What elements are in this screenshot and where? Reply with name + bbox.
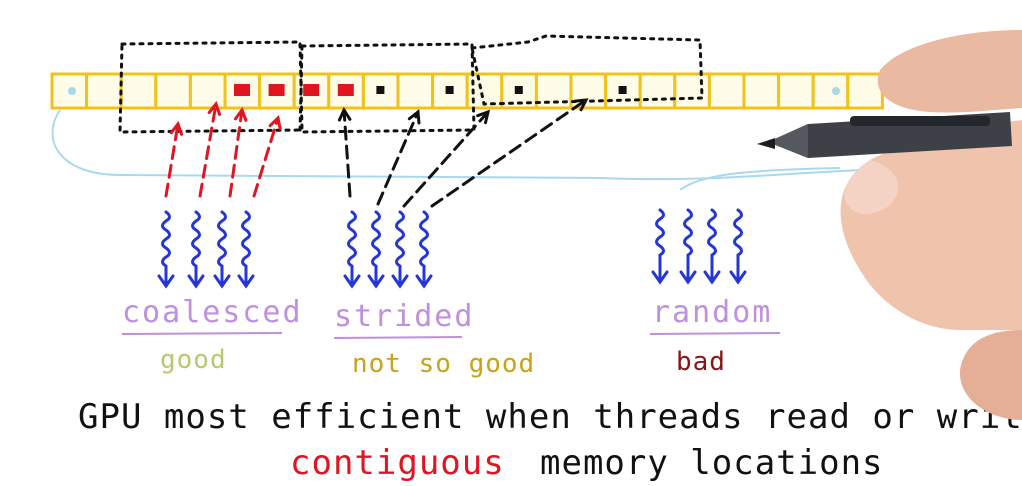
memory-cell — [673, 72, 711, 110]
strided-arrow-head — [407, 109, 421, 125]
caption-line-2-highlight: contiguous — [290, 443, 505, 483]
memory-marker — [832, 87, 840, 95]
memory-cell — [188, 72, 227, 110]
strided-access-mark — [618, 86, 627, 94]
thread — [683, 208, 693, 284]
coalesced-arrow-head — [233, 106, 248, 122]
memory-cell — [396, 72, 435, 110]
strided-arrow-head — [573, 98, 589, 112]
strided-arrow — [402, 110, 490, 208]
thread-head — [729, 270, 747, 285]
strided-verdict: not so good — [352, 349, 535, 379]
thread — [241, 210, 251, 288]
caption-line-2-rest: memory locations — [540, 443, 884, 483]
thread — [395, 210, 405, 288]
random-label: random — [652, 295, 772, 330]
coalesced-arrow — [228, 108, 244, 198]
thread-head — [391, 274, 409, 289]
thread-head — [213, 274, 231, 289]
thread — [707, 208, 717, 284]
memory-cell — [707, 72, 746, 110]
transaction-box-3 — [470, 34, 704, 106]
coalesced-access-mark — [268, 84, 285, 96]
coalesced-arrow — [164, 122, 180, 198]
strided-underline — [333, 336, 463, 339]
strided-label: strided — [334, 299, 474, 334]
strided-arrow — [430, 98, 588, 208]
coalesced-access-mark — [303, 84, 320, 96]
thread-head — [343, 274, 361, 289]
memory-cell — [777, 72, 815, 110]
memory-cell — [119, 72, 158, 110]
thread — [655, 208, 665, 284]
memory-cell — [85, 72, 123, 110]
connector-lines — [51, 109, 861, 191]
strided-arrow-head — [337, 106, 352, 122]
strided-access-mark — [376, 86, 385, 94]
coalesced-access-mark — [234, 84, 250, 96]
thread — [733, 208, 743, 284]
random-underline — [649, 332, 781, 335]
thread-head — [651, 270, 669, 285]
coalesced-verdict: good — [160, 345, 227, 375]
memory-cell — [638, 72, 677, 110]
memory-cell — [811, 72, 850, 110]
memory-cell — [846, 72, 884, 110]
thread-head — [703, 270, 721, 285]
coalesced-arrow — [252, 116, 280, 198]
thread-squiggles — [157, 208, 747, 289]
coalesced-arrows — [164, 100, 282, 198]
memory-cell — [742, 72, 781, 110]
memory-cell — [569, 72, 608, 110]
strided-access-mark — [445, 86, 454, 94]
random-verdict: bad — [676, 347, 726, 377]
coalesced-access-mark — [337, 84, 354, 96]
thread-head — [187, 274, 205, 289]
thread-head — [367, 274, 385, 289]
thread — [191, 210, 201, 288]
memory-transaction-boxes — [118, 34, 704, 134]
thread — [217, 210, 227, 288]
thread-head — [415, 274, 433, 289]
strided-arrow — [376, 110, 420, 206]
transaction-box-1 — [118, 40, 304, 134]
strided-access-mark — [514, 86, 523, 94]
coalesced-underline — [121, 332, 283, 335]
strided-arrows — [337, 98, 589, 208]
thread — [347, 210, 357, 288]
coalesced-arrow-head — [268, 115, 282, 131]
coalesced-arrow — [198, 102, 218, 198]
memory-marker — [68, 87, 76, 95]
coalesced-label: coalesced — [122, 295, 303, 330]
transaction-box-2 — [298, 42, 476, 134]
caption-line-1: GPU most efficient when threads read or … — [78, 397, 1022, 437]
coalesced-arrow-head — [207, 100, 222, 116]
thread-head — [157, 274, 175, 289]
thread-head — [237, 274, 255, 289]
memory-array — [50, 72, 884, 110]
thread — [161, 210, 171, 288]
thread-head — [679, 270, 697, 285]
strided-arrow-head — [476, 109, 491, 125]
hand-icon — [840, 30, 1022, 420]
strided-arrow — [342, 108, 352, 198]
coalesced-arrow-head — [169, 120, 184, 136]
thread — [371, 210, 381, 288]
memory-cell — [154, 72, 192, 110]
pen-icon — [757, 112, 1012, 158]
thread — [419, 210, 429, 288]
